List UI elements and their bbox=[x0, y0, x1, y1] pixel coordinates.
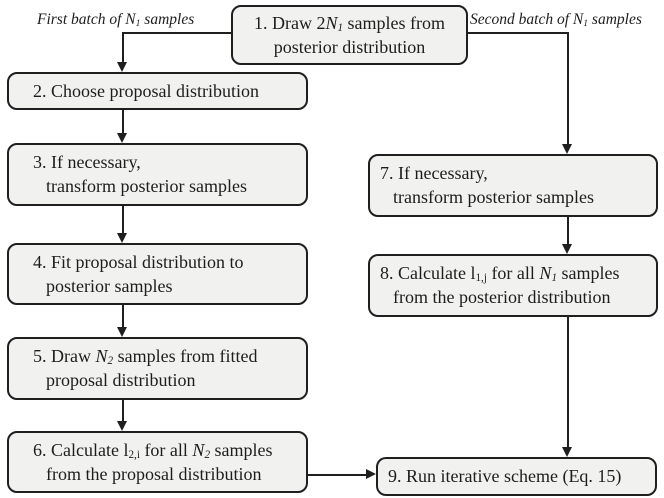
flow-box-step-8-line-2: from the posterior distribution bbox=[393, 287, 611, 307]
connector-box1-to-box7-horizontal bbox=[467, 32, 569, 34]
flow-box-step-7-line-2: transform posterior samples bbox=[393, 187, 594, 207]
arrowhead-down-icon bbox=[117, 233, 127, 243]
arrowhead-down-icon bbox=[562, 144, 572, 154]
connector-box1-to-box2-horizontal bbox=[122, 32, 231, 34]
flow-box-step-6-line-1: 6. Calculate l2,i for all N2 samples bbox=[33, 439, 273, 461]
arrowhead-down-icon bbox=[117, 327, 127, 337]
connector-box1-to-box2-vertical bbox=[122, 32, 124, 64]
flow-box-step-9: 9. Run iterative scheme (Eq. 15) bbox=[376, 457, 657, 496]
connector-box1-to-box7-vertical bbox=[567, 32, 569, 146]
flow-box-step-8-line-1: 8. Calculate l1,j for all N1 samples bbox=[380, 263, 620, 285]
connector-box5-to-box6 bbox=[122, 400, 124, 423]
arrowhead-down-icon bbox=[117, 133, 127, 143]
connector-box6-to-box9 bbox=[307, 474, 368, 476]
arrowhead-down-icon bbox=[117, 421, 127, 431]
arrowhead-down-icon bbox=[562, 447, 572, 457]
flow-box-step-5-line-2: proposal distribution bbox=[46, 370, 196, 390]
edge-label-first-batch: First batch of N1 samples bbox=[37, 11, 195, 29]
connector-box4-to-box5 bbox=[122, 305, 124, 329]
flow-box-step-1: 1. Draw 2N1 samples from posterior distr… bbox=[231, 5, 468, 65]
flow-box-step-3: 3. If necessary, transform posterior sam… bbox=[7, 143, 308, 206]
edge-label-second-batch: Second batch of N1 samples bbox=[470, 11, 642, 29]
arrowhead-down-icon bbox=[562, 244, 572, 254]
arrowhead-down-icon bbox=[117, 62, 127, 72]
flow-box-step-4-line-2: posterior samples bbox=[46, 275, 173, 296]
flow-box-step-3-line-1: 3. If necessary, bbox=[33, 152, 141, 172]
flow-box-step-2-line-1: 2. Choose proposal distribution bbox=[33, 80, 259, 101]
connector-box2-to-box3 bbox=[122, 110, 124, 135]
flow-box-step-1-line-2: posterior distribution bbox=[273, 36, 426, 57]
flow-box-step-6-line-2: from the proposal distribution bbox=[46, 463, 262, 484]
connector-box7-to-box8 bbox=[567, 217, 569, 246]
flow-box-step-2: 2. Choose proposal distribution bbox=[7, 72, 308, 110]
flow-box-step-8: 8. Calculate l1,j for all N1 samples fro… bbox=[368, 254, 658, 317]
flow-box-step-6: 6. Calculate l2,i for all N2 samples fro… bbox=[7, 431, 308, 493]
flow-box-step-7-line-1: 7. If necessary, bbox=[380, 163, 488, 183]
flow-box-step-5: 5. Draw N2 samples from fitted proposal … bbox=[7, 337, 308, 400]
flow-box-step-9-line-1: 9. Run iterative scheme (Eq. 15) bbox=[388, 466, 622, 486]
flow-box-step-4: 4. Fit proposal distribution to posterio… bbox=[7, 243, 308, 305]
arrowhead-right-icon bbox=[366, 469, 376, 479]
flow-box-step-1-line-1: 1. Draw 2N1 samples from bbox=[253, 12, 446, 34]
flow-box-step-7: 7. If necessary, transform posterior sam… bbox=[368, 154, 658, 217]
flow-box-step-3-line-2: transform posterior samples bbox=[46, 176, 247, 196]
flow-box-step-5-line-1: 5. Draw N2 samples from fitted bbox=[33, 346, 258, 368]
connector-box8-to-box9 bbox=[567, 317, 569, 449]
connector-box3-to-box4 bbox=[122, 206, 124, 235]
flow-box-step-4-line-1: 4. Fit proposal distribution to bbox=[33, 251, 244, 272]
